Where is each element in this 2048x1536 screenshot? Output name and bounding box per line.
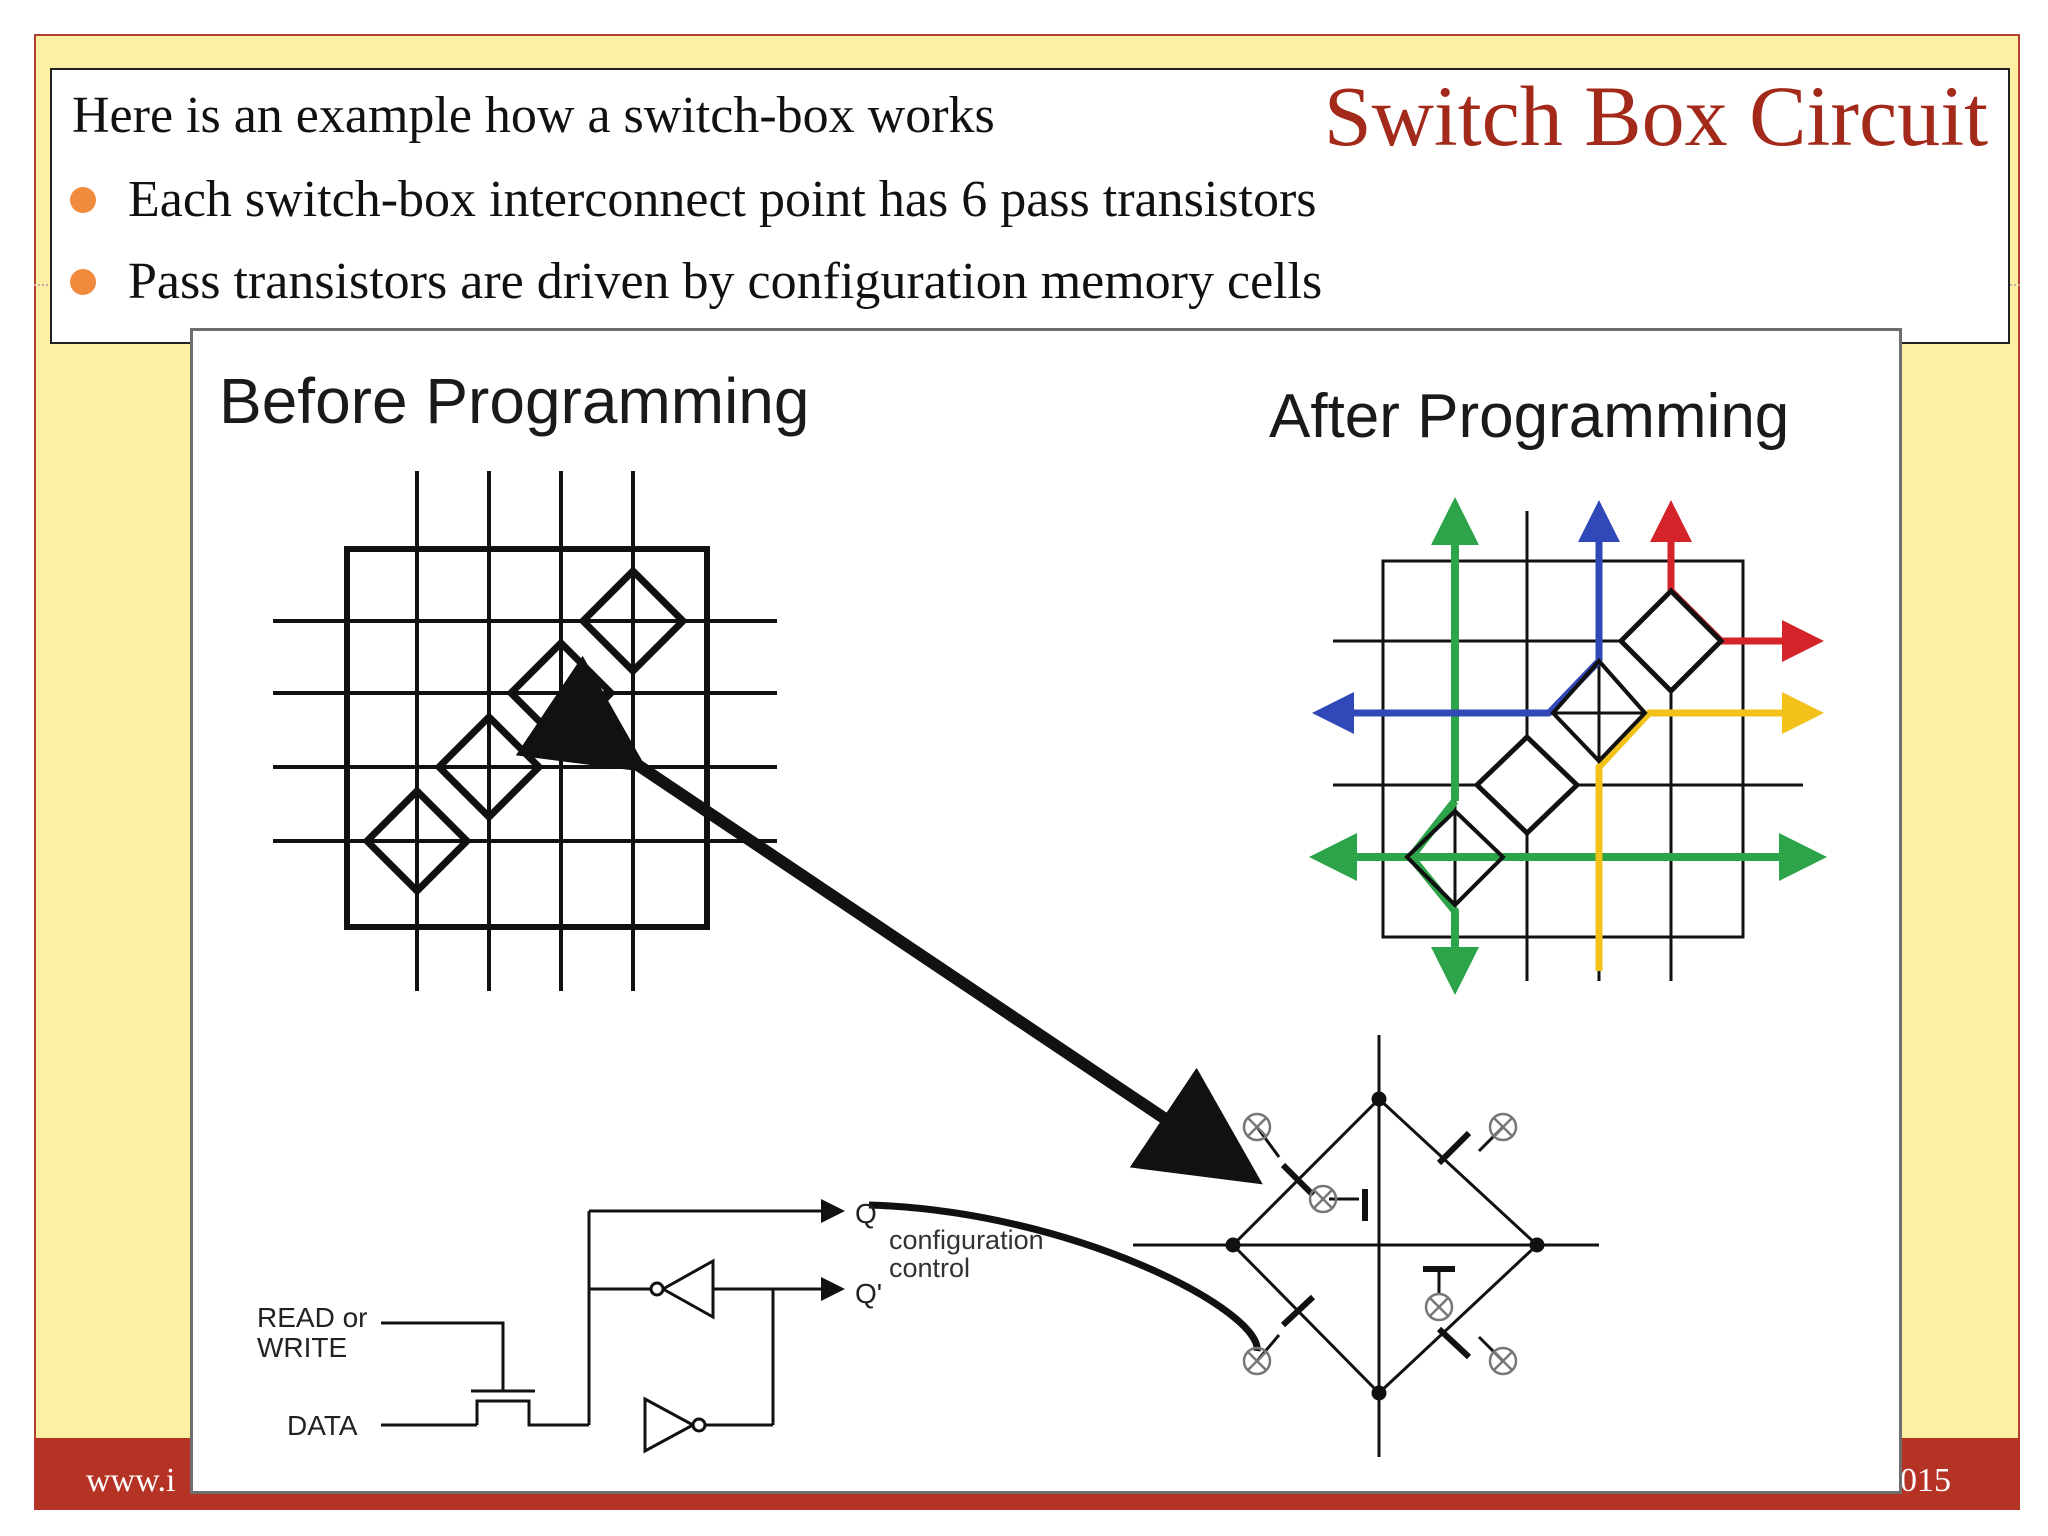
footer-left-text: www.i [86, 1462, 176, 1499]
header-box [50, 68, 2010, 344]
memory-cell-icon [1308, 1184, 1338, 1214]
memory-cell-icon [1242, 1346, 1272, 1376]
before-programming-title: Before Programming [219, 365, 809, 437]
after-grid [1309, 497, 1827, 995]
footer-right-text: 015 [1900, 1462, 1951, 1499]
memory-cell-icon [1424, 1292, 1454, 1322]
bullet-text: Each switch-box interconnect point has 6… [128, 171, 1317, 228]
bullet-item: Pass transistors are driven by configura… [70, 252, 1322, 311]
memory-cell-icon [1488, 1112, 1518, 1142]
zoom-arrow [515, 655, 1263, 1185]
q-bar-label: Q' [855, 1278, 882, 1309]
read-write-label: READ or [257, 1302, 367, 1333]
read-write-label: WRITE [257, 1332, 347, 1363]
before-grid [273, 471, 777, 991]
intro-text: Here is an example how a switch-box work… [72, 87, 995, 144]
after-programming-title: After Programming [1269, 382, 1789, 451]
bullet-text: Pass transistors are driven by configura… [128, 253, 1323, 310]
memory-cell-icon [1242, 1112, 1272, 1142]
data-label: DATA [287, 1410, 358, 1441]
switch-point-detail [1133, 1035, 1599, 1457]
configuration-control-label: configuration [889, 1225, 1044, 1255]
switch-box-figure: Before Programming After Programming [219, 365, 1827, 1457]
figure-panel: Before Programming After Programming [190, 328, 1902, 1494]
slide-title: Switch Box Circuit [1323, 68, 1988, 164]
memory-cell-icons [1242, 1112, 1518, 1376]
memory-cell-labels: READ or WRITE DATA Q Q' configuration co… [257, 1198, 1044, 1441]
memory-cell-circuit [381, 1199, 1261, 1454]
configuration-control-label: control [889, 1253, 970, 1283]
bullet-icon [70, 186, 96, 213]
bullet-icon [70, 268, 96, 295]
q-label: Q [855, 1198, 877, 1229]
bullet-item: Each switch-box interconnect point has 6… [70, 170, 1317, 229]
memory-cell-icon [1488, 1346, 1518, 1376]
